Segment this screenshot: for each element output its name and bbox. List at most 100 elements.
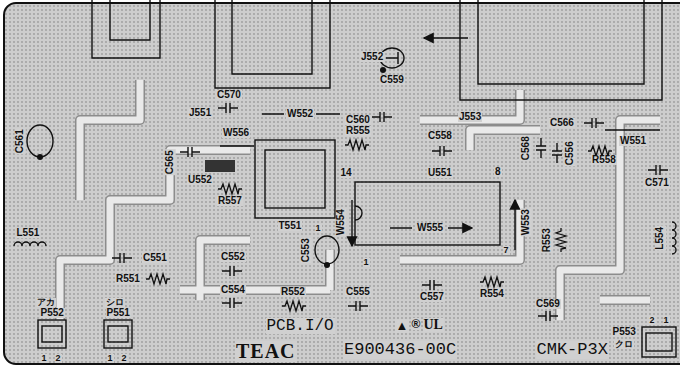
- electrolytic-capacitor: [27, 125, 53, 157]
- silkscreen-label: C570: [216, 90, 242, 101]
- capacitor-symbol: [180, 147, 200, 157]
- silkscreen-label: E900436-00C: [343, 341, 457, 359]
- ic-outline: [355, 182, 500, 245]
- silkscreen-label: C557: [419, 292, 445, 303]
- silkscreen-label: アカ: [36, 298, 56, 307]
- ic-notch: [355, 206, 362, 220]
- electrolytic-capacitor: [315, 236, 339, 264]
- silkscreen-label: C553: [301, 237, 312, 263]
- silkscreen-label: R557: [217, 196, 243, 207]
- jumper-arrow: [220, 38, 660, 228]
- silkscreen-label: C561: [15, 128, 26, 154]
- silkscreen-label: R552: [280, 287, 306, 298]
- silkscreen-label: W551: [619, 136, 647, 147]
- capacitor-symbol: [372, 112, 392, 122]
- silkscreen-label: U552: [187, 175, 213, 186]
- capacitor-symbol: [112, 253, 132, 263]
- silkscreen-label: W556: [222, 128, 250, 139]
- silkscreen-label: W553: [521, 208, 532, 236]
- silkscreen-label: C555: [345, 287, 371, 298]
- silkscreen-label: C566: [549, 118, 575, 129]
- pin-number: 1: [107, 354, 114, 363]
- capacitor-symbol: [584, 118, 604, 128]
- connector-inner: [108, 326, 128, 342]
- silkscreen-label: L551: [16, 228, 41, 239]
- capacitor-symbol: [218, 103, 238, 113]
- silkscreen-label: C560: [345, 115, 371, 126]
- silkscreen-label: C552: [220, 252, 246, 263]
- inductor-symbol: [14, 242, 46, 246]
- resistor-array: [205, 160, 235, 172]
- inductor-symbol: [672, 222, 676, 254]
- silkscreen-label: ®: [411, 318, 422, 331]
- component-outlines: [14, 0, 676, 357]
- pin-number: 2: [649, 316, 656, 325]
- jack-outline: [92, 0, 160, 58]
- silkscreen-label: P553: [612, 327, 637, 338]
- silkscreen-label: C568: [521, 135, 532, 161]
- silkscreen-label: C551: [142, 253, 168, 264]
- silkscreen-label: C554: [220, 285, 246, 296]
- jack-outline: [215, 0, 330, 88]
- silkscreen-label: J553: [458, 112, 482, 123]
- silkscreen-label: TEAC: [235, 341, 297, 362]
- silkscreen-label: W555: [416, 223, 444, 234]
- silkscreen-label: クロ: [614, 340, 634, 349]
- resistor-symbol: [282, 301, 306, 311]
- silkscreen-label: C569: [535, 299, 561, 310]
- polarity-dot: [380, 67, 386, 73]
- silkscreen-label: J552: [360, 52, 384, 63]
- silkscreen-label: シロ: [105, 298, 125, 307]
- silkscreen-label: L554: [655, 225, 666, 250]
- capacitor-symbol: [648, 165, 668, 175]
- pin-number: 2: [55, 354, 62, 363]
- silkscreen-label: C571: [644, 178, 670, 189]
- capacitor-symbols: [112, 103, 668, 321]
- connector-outline: [104, 320, 132, 348]
- capacitor-symbol: [222, 298, 242, 308]
- resistor-symbol: [480, 277, 504, 287]
- jack-outline: [232, 0, 312, 74]
- capacitor-symbol: [422, 280, 442, 290]
- silkscreen-label: W554: [336, 208, 347, 236]
- resistor-symbols: [146, 140, 612, 311]
- connector-inner: [646, 333, 672, 351]
- silkscreen-label: CMK-P3X: [536, 341, 609, 359]
- pin-number: 1: [315, 224, 322, 233]
- pin-number: 1: [663, 316, 670, 325]
- transformer-outline: [255, 140, 335, 218]
- polarity-dot: [37, 154, 43, 160]
- connector-inner: [42, 326, 62, 342]
- pin-number: 1: [363, 258, 370, 267]
- transformer-core: [265, 150, 325, 208]
- resistor-symbol: [218, 184, 242, 194]
- silkscreen-label: ▲: [395, 319, 410, 333]
- capacitor-symbol: [348, 301, 368, 311]
- silkscreen-label: P552: [40, 308, 65, 319]
- pin-number: 7: [503, 246, 510, 255]
- capacitor-symbol: [536, 138, 546, 158]
- jack-outline: [460, 0, 662, 100]
- trace-edge: [60, 80, 660, 320]
- capacitor-symbol: [432, 146, 452, 156]
- silkscreen-label: UL: [423, 318, 444, 333]
- silkscreen-label: T551: [278, 221, 303, 232]
- jack-outline: [478, 0, 644, 84]
- capacitor-symbol: [538, 311, 558, 321]
- resistor-symbol: [146, 274, 170, 284]
- board-outline: [4, 3, 680, 364]
- trace: [60, 80, 660, 320]
- pin-number: 2: [121, 354, 128, 363]
- silkscreen-label: J551: [188, 108, 212, 119]
- silkscreen-label: C559: [379, 75, 405, 86]
- jack-outline: [110, 0, 150, 40]
- resistor-symbol: [345, 140, 369, 150]
- silkscreen-label: R558: [591, 155, 617, 166]
- silkscreen-label: R553: [542, 227, 553, 253]
- silkscreen-label: W552: [286, 109, 314, 120]
- resistor-symbol: [556, 228, 566, 252]
- silkscreen-label: R551: [115, 274, 141, 285]
- capacitor-symbol: [552, 143, 562, 163]
- copper-traces: [60, 80, 660, 320]
- capacitor-symbol: [222, 266, 242, 276]
